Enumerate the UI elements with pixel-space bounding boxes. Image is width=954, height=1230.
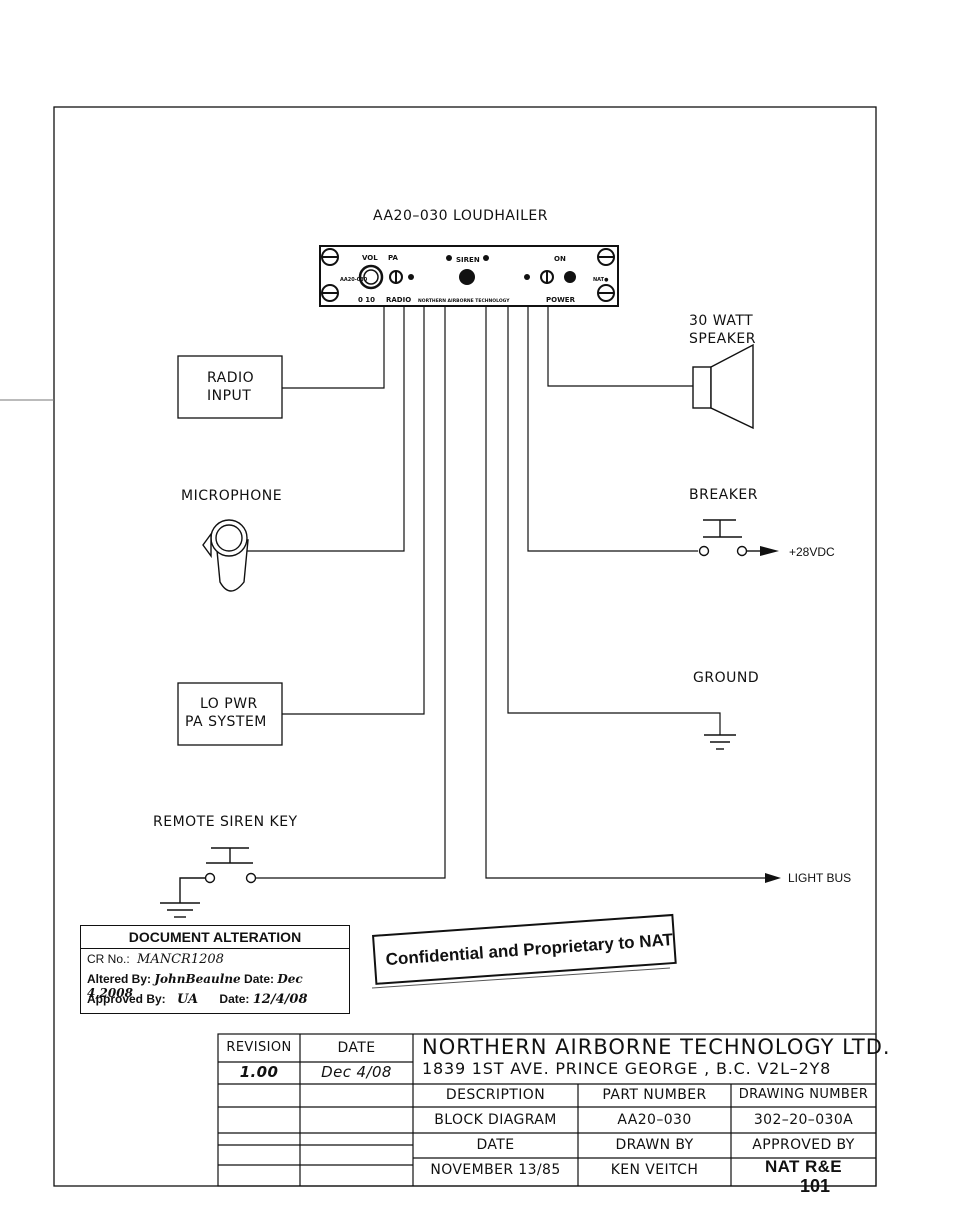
date2-label: DATE — [476, 1137, 515, 1153]
drawn-by-value: KEN VEITCH — [610, 1162, 699, 1178]
panel-scale-label: 0 10 — [358, 296, 376, 304]
title-block-grid — [217, 1033, 877, 1187]
approved-date-label: Date: — [219, 992, 250, 1006]
panel-pa-label: PA — [388, 254, 398, 262]
date-label: DATE — [337, 1040, 376, 1056]
approved-by-label-tb: APPROVED BY — [752, 1137, 855, 1153]
revision-date: Dec 4/08 — [321, 1063, 392, 1081]
revision-value: 1.00 — [239, 1063, 279, 1081]
loudhailer-panel — [319, 245, 619, 307]
approved-by-value-tb: NAT R&E — [764, 1157, 843, 1176]
date2-value: NOVEMBER 13/85 — [430, 1162, 561, 1178]
cr-label: CR No.: — [87, 952, 130, 966]
microphone-icon — [202, 519, 249, 592]
speaker-icon — [692, 343, 754, 430]
company-address: 1839 1ST AVE. PRINCE GEORGE , B.C. V2L–2… — [422, 1059, 832, 1078]
panel-on-label: ON — [554, 255, 566, 263]
altered-by-label: Altered By: — [87, 972, 152, 986]
panel-power-label: POWER — [546, 296, 575, 304]
panel-radio-label: RADIO — [386, 296, 412, 304]
supply-arrow-icon — [760, 546, 779, 556]
document-alteration-box: DOCUMENT ALTERATION CR No.: MANCR1208 Al… — [80, 925, 350, 1014]
volume-knob-icon — [358, 264, 384, 290]
lo-pwr-box — [177, 682, 283, 746]
ground-label: GROUND — [693, 670, 760, 686]
confidential-stamp-text: Confidential and Proprietary to NAT — [385, 930, 674, 970]
light-bus-arrow-icon — [765, 873, 781, 883]
breaker-label: BREAKER — [689, 487, 759, 503]
company-name: NORTHERN AIRBORNE TECHNOLOGY LTD. — [422, 1035, 891, 1059]
approved-by-label: Approved By: — [87, 992, 166, 1006]
altered-by-value: JohnBeaulne — [154, 972, 241, 986]
sheet-number: 101 — [800, 1176, 831, 1196]
drawing-number-value: 302–20–030A — [753, 1112, 854, 1128]
description-label: DESCRIPTION — [445, 1087, 546, 1103]
wiring — [240, 306, 765, 879]
panel-model-label: AA20-030 — [340, 277, 368, 283]
ground-icon — [704, 734, 736, 750]
speaker-label-2: SPEAKER — [689, 331, 757, 347]
radio-input-box — [177, 355, 283, 419]
panel-vol-label: VOL — [362, 254, 378, 262]
siren-key-icon — [160, 847, 257, 918]
alteration-title: DOCUMENT ALTERATION — [81, 926, 349, 949]
light-bus-label: LIGHT BUS — [788, 871, 852, 885]
panel-maker-label: NORTHERN AIRBORNE TECHNOLOGY — [418, 299, 510, 304]
speaker-label-1: 30 WATT — [689, 313, 754, 329]
approved-date-value: 12/4/08 — [252, 992, 308, 1007]
panel-screw-icon — [321, 248, 615, 302]
lo-pwr-label-1: LO PWR — [200, 696, 258, 712]
cr-value: MANCR1208 — [137, 952, 224, 967]
drawn-by-label: DRAWN BY — [615, 1137, 694, 1153]
radio-input-label-2: INPUT — [207, 388, 252, 404]
panel-siren-label: SIREN — [456, 256, 480, 264]
part-number-label: PART NUMBER — [602, 1087, 707, 1103]
part-number-value: AA20–030 — [617, 1112, 692, 1128]
panel-nat-label: NAT● — [593, 277, 609, 283]
approved-by-value: UA — [177, 992, 199, 1007]
radio-input-label-1: RADIO — [207, 370, 255, 386]
microphone-label: MICROPHONE — [181, 488, 283, 504]
altered-date-label: Date: — [244, 972, 275, 986]
remote-siren-label: REMOTE SIREN KEY — [153, 814, 298, 830]
drawing-number-label: DRAWING NUMBER — [738, 1087, 869, 1102]
description-value: BLOCK DIAGRAM — [434, 1112, 557, 1128]
siren-button-icon — [459, 269, 475, 285]
revision-label: REVISION — [226, 1040, 292, 1055]
loudhailer-title: AA20–030 LOUDHAILER — [373, 208, 548, 224]
altered-date-value: Dec 4,2008 — [87, 972, 303, 1000]
power-led-icon — [564, 271, 576, 283]
breaker-switch-icon — [698, 519, 760, 557]
lo-pwr-label-2: PA SYSTEM — [185, 714, 267, 730]
supply-label: +28VDC — [789, 545, 835, 559]
